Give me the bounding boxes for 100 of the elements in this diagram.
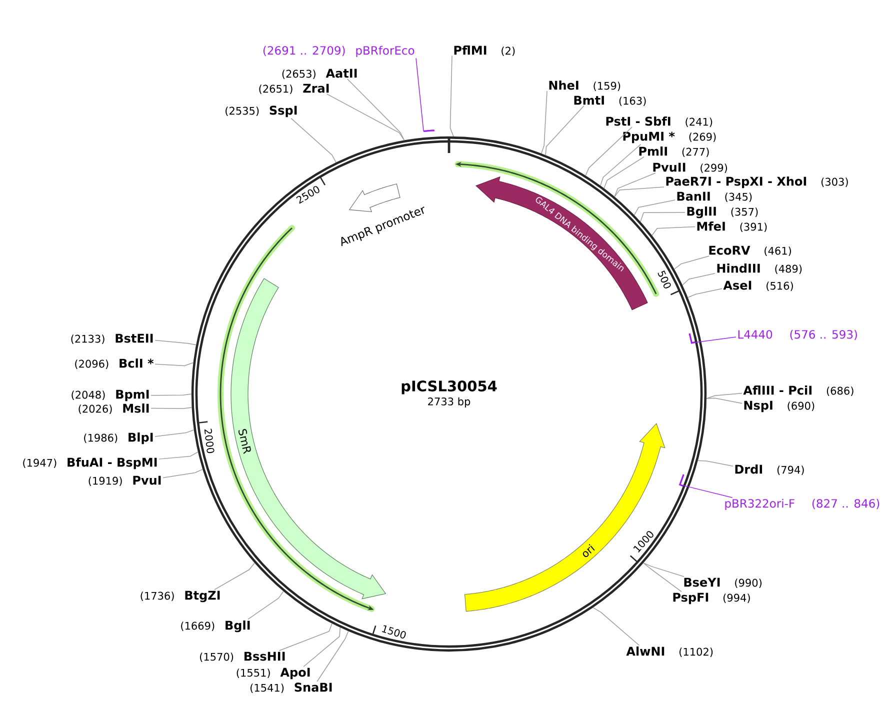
enzyme-label: BpmI xyxy=(116,390,149,402)
site-position: (391) xyxy=(740,222,767,232)
site-position: (163) xyxy=(619,96,646,106)
primer-position: (2691 .. 2709) xyxy=(263,46,345,56)
leader-line xyxy=(687,288,722,298)
primer-label: L4440 xyxy=(738,330,772,339)
leader-line xyxy=(150,394,192,396)
site-position: (159) xyxy=(594,82,620,91)
leader-line xyxy=(545,105,584,156)
tick-label: 1500 xyxy=(382,625,406,639)
enzyme-label: BmtI xyxy=(574,96,604,105)
enzyme-label: PvuII xyxy=(653,162,686,172)
enzyme-label: BglI xyxy=(226,620,250,632)
tick-label: 2000 xyxy=(204,428,214,454)
site-position: (516) xyxy=(766,282,793,291)
site-position: (303) xyxy=(821,178,848,187)
enzyme-label: BseYI xyxy=(684,578,720,587)
enzyme-label: PaeR7I - PspXI - XhoI xyxy=(666,176,806,188)
leader-line xyxy=(162,468,204,478)
leader-line xyxy=(326,94,405,141)
site-position: (277) xyxy=(682,148,709,157)
site-position: (2026) xyxy=(78,404,112,414)
leader-line xyxy=(290,118,336,163)
enzyme-label: BclI * xyxy=(120,358,154,368)
enzyme-label: AflIII - PciI xyxy=(743,385,812,395)
leader-line xyxy=(158,452,198,460)
primer-label: pBRforEco xyxy=(356,46,414,57)
enzyme-label: PpuMI * xyxy=(623,132,675,144)
enzyme-label: MslI xyxy=(123,403,149,413)
primer-mark xyxy=(424,130,434,132)
leader-line xyxy=(697,460,734,466)
enzyme-label: NheI xyxy=(549,80,578,90)
enzyme-label: ZraI xyxy=(303,84,329,93)
site-position: (2048) xyxy=(72,390,105,400)
leader-line xyxy=(604,156,644,189)
leader-line xyxy=(303,627,341,668)
primer-position: (576 .. 593) xyxy=(790,330,857,340)
enzyme-label: PspFI xyxy=(673,592,708,604)
primer-mark xyxy=(678,474,684,487)
enzyme-label: BssHII xyxy=(244,652,285,661)
enzyme-label: MfeI xyxy=(697,221,725,231)
site-position: (1102) xyxy=(680,648,713,657)
leader-line xyxy=(450,55,454,137)
site-position: (2651) xyxy=(259,84,292,94)
leader-line xyxy=(154,362,194,366)
enzyme-label: AatII xyxy=(326,68,357,78)
site-position: (2133) xyxy=(71,334,104,344)
enzyme-label: EcoRV xyxy=(709,246,750,255)
leader-line xyxy=(416,58,424,132)
site-position: (1669) xyxy=(181,622,214,631)
enzyme-label: PstI - SbfI xyxy=(606,116,670,126)
leader-line xyxy=(154,429,194,437)
enzyme-label: PmlI xyxy=(639,146,667,156)
enzyme-label: BtgZI xyxy=(185,590,220,602)
enzyme-label: SspI xyxy=(270,106,297,118)
site-position: (1541) xyxy=(250,684,284,693)
site-position: (241) xyxy=(686,118,712,127)
tick-label: 500 xyxy=(658,270,671,288)
site-position: (357) xyxy=(731,208,758,217)
site-position: (1736) xyxy=(140,592,174,601)
leader-line xyxy=(347,78,405,141)
enzyme-label: ApoI xyxy=(280,668,310,680)
leader-line xyxy=(692,336,736,344)
site-position: (1570) xyxy=(200,652,234,662)
site-position: (461) xyxy=(764,246,792,256)
enzyme-label: BstEII xyxy=(116,334,153,343)
leader-line xyxy=(150,407,192,409)
leader-line xyxy=(248,590,284,620)
leader-line xyxy=(643,562,682,592)
site-position: (299) xyxy=(700,164,728,173)
site-position: (1947) xyxy=(23,458,56,468)
leader-line xyxy=(592,607,640,646)
enzyme-label: BfuAI - BspMI xyxy=(68,457,157,470)
leader-line xyxy=(706,398,742,404)
enzyme-label: DrdI xyxy=(735,464,762,474)
enzyme-label: BanII xyxy=(677,192,710,201)
leader-line xyxy=(316,630,349,682)
leader-line xyxy=(706,392,742,399)
primer-position: (827 .. 846) xyxy=(812,498,880,510)
leader-line xyxy=(680,484,733,498)
site-position: (1919) xyxy=(88,476,122,486)
enzyme-label: AseI xyxy=(723,280,752,290)
leader-line xyxy=(585,126,632,176)
leader-line xyxy=(614,186,664,198)
site-position: (686) xyxy=(826,386,854,396)
site-position: (794) xyxy=(777,466,804,475)
leader-line xyxy=(600,144,642,186)
enzyme-label: BlpI xyxy=(128,432,153,444)
site-position: (1551) xyxy=(236,668,270,678)
site-position: (2535) xyxy=(226,106,259,116)
leader-line xyxy=(634,200,676,216)
leader-line xyxy=(278,623,332,652)
enzyme-label: PflMI xyxy=(454,45,486,55)
enzyme-label: AlwNI xyxy=(626,646,664,656)
site-position: (990) xyxy=(735,578,762,588)
leader-line xyxy=(640,212,686,222)
enzyme-label: BglII xyxy=(687,206,716,218)
enzyme-label: HindIII xyxy=(717,263,760,273)
primer-label: pBR322ori-F xyxy=(725,498,794,510)
site-position: (994) xyxy=(723,594,750,603)
